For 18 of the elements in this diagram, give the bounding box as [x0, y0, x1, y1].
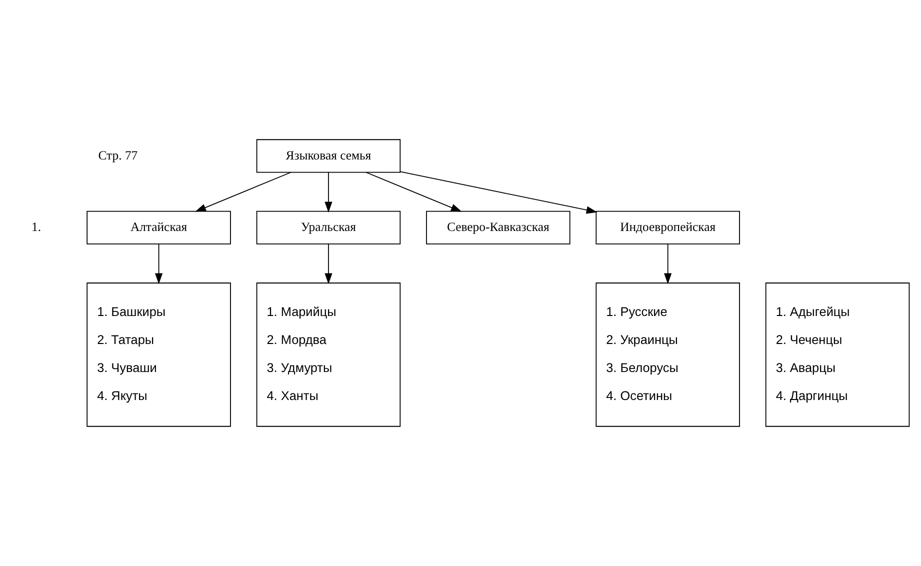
node-box: Уральская	[256, 210, 401, 244]
label: 1.	[32, 220, 42, 234]
node-box: Северо-Кавказская	[426, 210, 570, 244]
label: Стр. 77	[98, 148, 138, 162]
node-box: Индоевропейская	[596, 210, 740, 244]
arrow	[664, 244, 672, 284]
node-box: 1. Марийцы 2. Мордва 3. Удмурты 4. Ханты	[256, 282, 401, 427]
arrow	[400, 171, 598, 214]
arrow	[324, 244, 332, 284]
arrow	[195, 172, 292, 212]
arrow	[154, 244, 163, 284]
node-box: 1. Адыгейцы 2. Чеченцы 3. Аварцы 4. Даргинцы	[765, 282, 910, 427]
node-box: 1. Башкиры 2. Татары 3. Чуваши 4. Якуты	[86, 282, 231, 427]
arrow	[324, 172, 332, 213]
node-box: Языковая семья	[256, 139, 401, 173]
node-box: Алтайская	[86, 210, 231, 244]
arrow	[366, 172, 462, 212]
node-box: 1. Русские 2. Украинцы 3. Белорусы 4. Осетины	[596, 282, 740, 427]
